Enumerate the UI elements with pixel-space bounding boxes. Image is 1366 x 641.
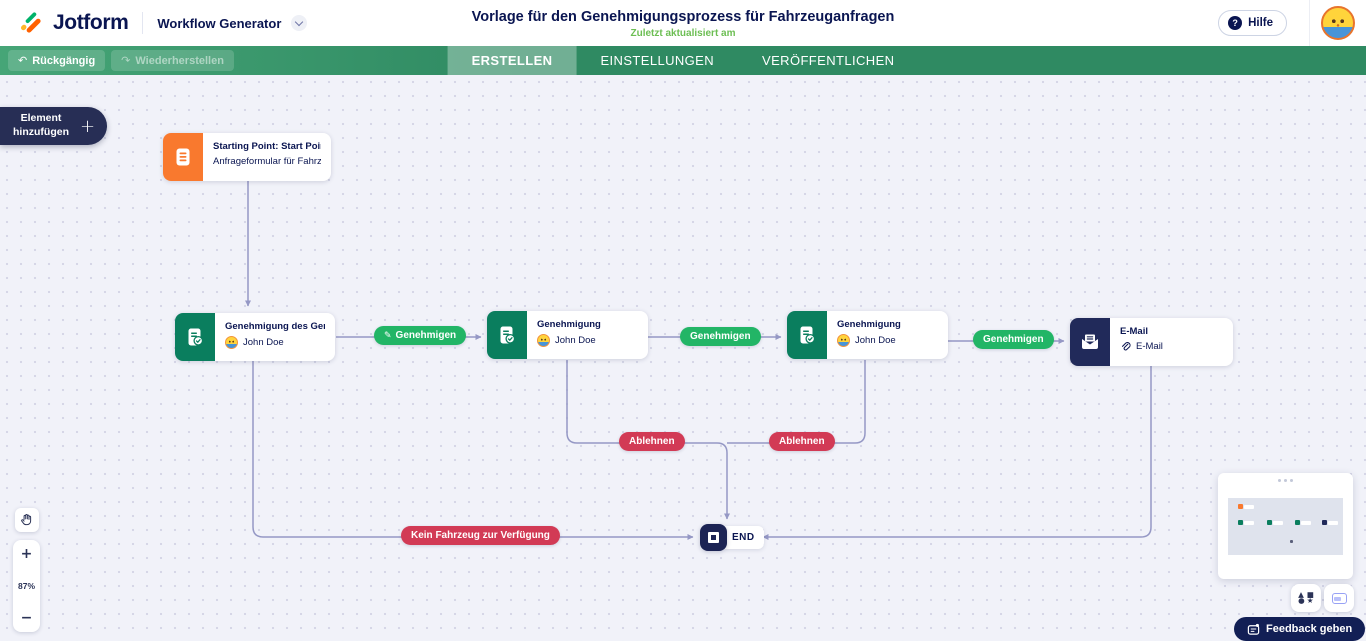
edge-label-approve-2[interactable]: Genehmigen (680, 327, 761, 346)
zoom-out-button[interactable]: − (20, 610, 33, 626)
approval-icon (175, 313, 215, 361)
link-icon (1120, 341, 1131, 352)
last-updated-text: Zuletzt aktualisiert am (630, 28, 736, 39)
tab-erstellen[interactable]: ERSTELLEN (447, 46, 577, 75)
node-approval-3[interactable]: Genehmigung John Doe (787, 311, 948, 359)
edge-label-approve-1[interactable]: ✎ Genehmigen (374, 326, 467, 345)
assignee-avatar (837, 334, 850, 347)
node-email[interactable]: E-Mail E-Mail (1070, 318, 1233, 366)
feedback-form-icon (1247, 623, 1260, 636)
tab-einstellungen[interactable]: EINSTELLUNGEN (600, 53, 715, 68)
node-end[interactable]: END (700, 524, 764, 551)
add-element-button[interactable]: Element hinzufügen + (0, 107, 108, 145)
tab-veroeffentlichen[interactable]: VERÖFFENTLICHEN (762, 53, 895, 68)
minimap-handle-icon (1218, 473, 1353, 482)
undo-icon: ↶ (18, 54, 28, 67)
hand-icon (20, 513, 34, 527)
approval-icon (787, 311, 827, 359)
end-stop-icon (700, 524, 727, 551)
app-header: Jotform Workflow Generator Vorlage für d… (0, 0, 1366, 46)
feedback-button[interactable]: Feedback geben (1234, 617, 1366, 641)
page-title: Vorlage für den Genehmigungsprozess für … (471, 9, 895, 25)
zoom-level: 87% (17, 581, 35, 591)
card-icon (1331, 592, 1347, 604)
question-mark-icon: ? (1228, 16, 1243, 30)
assignee-avatar (537, 334, 550, 347)
redo-icon: ↷ (121, 54, 131, 67)
builder-tabs: ERSTELLEN EINSTELLUNGEN VERÖFFENTLICHEN (447, 46, 919, 75)
user-avatar[interactable] (1321, 6, 1355, 40)
jotform-logo-icon[interactable] (18, 11, 43, 36)
edge-label-reject-2[interactable]: Ablehnen (769, 432, 835, 451)
zoom-in-button[interactable]: + (20, 546, 33, 562)
jotform-logo-text[interactable]: Jotform (53, 11, 129, 34)
workflow-canvas[interactable]: Element hinzufügen + Starting Point: Sta… (0, 75, 1366, 641)
node-start[interactable]: Starting Point: Start Point Anfrageformu… (163, 133, 331, 181)
pan-tool-button[interactable] (15, 508, 39, 532)
plus-icon: + (80, 115, 96, 137)
node-approval-2[interactable]: Genehmigung John Doe (487, 311, 648, 359)
approval-icon (487, 311, 527, 359)
zoom-controls: + 87% − (13, 540, 40, 632)
email-icon (1070, 318, 1110, 366)
elements-panel-button[interactable]: ▲■●★ (1291, 584, 1321, 612)
product-dropdown-button[interactable] (291, 15, 308, 31)
redo-button[interactable]: ↷ Wiederherstellen (111, 50, 234, 71)
edge-label-approve-3[interactable]: Genehmigen (973, 330, 1054, 349)
shapes-icon: ▲■●★ (1298, 590, 1314, 605)
pen-icon: ✎ (384, 330, 392, 341)
edge-label-no-vehicle[interactable]: Kein Fahrzeug zur Verfügung (401, 526, 560, 545)
product-name[interactable]: Workflow Generator (157, 15, 282, 31)
header-separator (1309, 0, 1310, 46)
chevron-down-icon (295, 17, 304, 26)
form-icon (163, 133, 203, 181)
header-divider (142, 12, 144, 34)
minimap-viewport (1228, 498, 1343, 555)
node-approval-1[interactable]: Genehmigung des Genehmig... John Doe (175, 313, 335, 361)
undo-button[interactable]: ↶ Rückgängig (8, 50, 106, 71)
assignee-avatar (225, 336, 238, 349)
edge-label-reject-1[interactable]: Ablehnen (619, 432, 685, 451)
panel-toggle-button[interactable] (1324, 584, 1354, 612)
builder-toolbar: ↶ Rückgängig ↷ Wiederherstellen ERSTELLE… (0, 46, 1366, 75)
help-button[interactable]: ? Hilfe (1218, 10, 1287, 36)
minimap[interactable] (1218, 473, 1353, 579)
